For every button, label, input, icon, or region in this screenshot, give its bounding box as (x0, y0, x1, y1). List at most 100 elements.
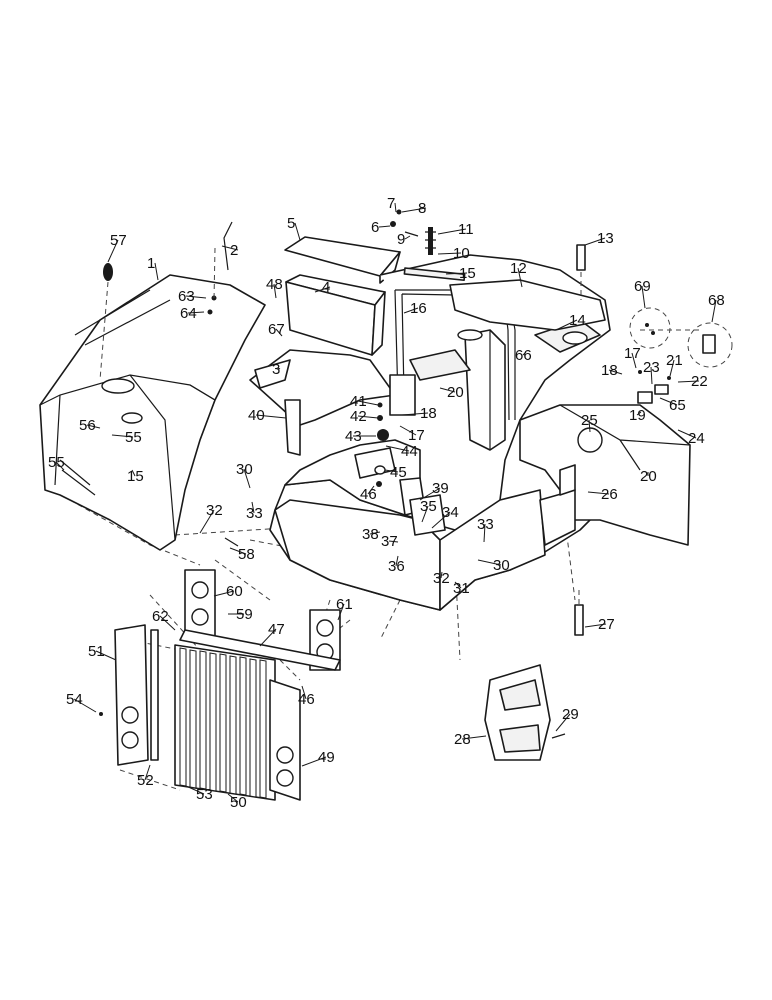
callout-leader-c13 (584, 237, 606, 246)
top-plate (449, 279, 606, 331)
callout-label-c2: 2 (230, 242, 238, 259)
bolt-27 (574, 590, 584, 636)
callout-label-c29: 29 (562, 706, 579, 723)
callout-label-c38: 38 (362, 526, 379, 543)
callout-leader-c68 (711, 299, 717, 323)
callout-label-c46a: 46 (360, 486, 377, 503)
callout-leader-c55a (111, 434, 134, 438)
callout-leader-c45 (384, 469, 399, 473)
callout-label-c60: 60 (226, 583, 243, 600)
callout-label-c44: 44 (401, 443, 418, 460)
callout-label-c26: 26 (601, 486, 618, 503)
callout-leader-c66 (522, 351, 527, 356)
callout-leader-c19 (636, 411, 642, 416)
callout-label-c48: 48 (266, 276, 283, 293)
callout-leader-c15b (131, 469, 136, 477)
callout-leader-c46b (301, 685, 307, 700)
callout-label-c51: 51 (88, 643, 105, 660)
callout-label-c12: 12 (510, 260, 527, 277)
callout-label-c13: 13 (597, 230, 614, 247)
callout-leader-c25 (588, 419, 591, 433)
callout-leader-c67 (275, 328, 283, 337)
callout-label-c24: 24 (688, 430, 705, 447)
callout-leader-c55b (55, 461, 65, 471)
callout-leader-c61 (337, 603, 345, 621)
top-hardware (390, 209, 436, 255)
callout-label-c63: 63 (178, 288, 195, 305)
callout-leader-c8 (401, 207, 427, 213)
hood-knob (99, 263, 113, 381)
callout-leader-c60 (213, 590, 235, 597)
callout-label-c17a: 17 (408, 427, 425, 444)
callout-leader-c11 (437, 228, 467, 235)
callout-leader-c3 (277, 367, 281, 370)
callout-leader-c18a (401, 412, 429, 416)
callout-leader-c49 (301, 756, 327, 767)
callout-leader-c7 (394, 202, 397, 213)
callout-leader-c50 (227, 793, 239, 803)
callout-leader-c30a (243, 468, 251, 489)
callout-leader-c4 (314, 286, 331, 293)
radiator-assembly (114, 569, 341, 801)
callout-label-c55b: 55 (48, 454, 65, 471)
callout-label-c35: 35 (420, 498, 437, 515)
callout-leader-c5 (294, 222, 301, 241)
callout-label-c9: 9 (397, 231, 405, 248)
callout-label-c21: 21 (666, 352, 683, 369)
callout-leader-c57 (107, 239, 119, 263)
callout-label-c34: 34 (442, 504, 459, 521)
callout-label-c22: 22 (691, 373, 708, 390)
callout-leader-c41 (357, 400, 379, 406)
callout-leader-c39 (419, 487, 441, 501)
callout-leader-c9 (404, 235, 411, 240)
pin-13 (576, 244, 586, 300)
callout-label-c23: 23 (643, 359, 660, 376)
callout-label-c5: 5 (287, 215, 295, 232)
callout-label-c20b: 20 (640, 468, 657, 485)
hood-assembly (39, 274, 266, 551)
callout-leader-c10 (437, 252, 462, 255)
callout-leader-c42 (357, 415, 379, 419)
callout-label-c33a: 33 (246, 505, 263, 522)
battery-box (284, 236, 401, 356)
callout-label-c30a: 30 (236, 461, 253, 478)
callout-leader-c37 (388, 540, 399, 543)
callout-label-c37: 37 (381, 533, 398, 550)
callout-label-c49: 49 (318, 749, 335, 766)
callout-leader-c62 (159, 615, 176, 631)
callout-label-c39: 39 (432, 480, 449, 497)
callout-label-c11: 11 (458, 221, 474, 238)
latch-hardware (207, 221, 233, 315)
callout-label-c27: 27 (598, 616, 615, 633)
callout-label-c68: 68 (708, 292, 725, 309)
detail-circles (629, 307, 733, 368)
callout-leader-c29 (555, 713, 571, 732)
callout-label-c41: 41 (350, 393, 367, 410)
callout-leader-c33a (251, 501, 255, 514)
callout-label-c66: 66 (515, 347, 532, 364)
callout-leader-c1 (154, 262, 159, 281)
callout-leader-c2 (221, 245, 239, 251)
callout-label-c53: 53 (196, 786, 213, 803)
step-assembly (484, 664, 551, 761)
side-bracket (539, 464, 576, 546)
callout-leader-c46a (367, 485, 375, 495)
callout-label-c15a: 15 (459, 265, 476, 282)
callout-label-c59: 59 (236, 606, 253, 623)
callout-leader-c32a (199, 509, 215, 534)
callout-leader-c52 (144, 764, 151, 781)
callout-leader-c34 (431, 511, 451, 529)
callout-leader-c47 (259, 628, 277, 647)
callout-leader-c27 (584, 623, 607, 628)
callout-label-c55a: 55 (125, 429, 142, 446)
callout-label-c32b: 32 (433, 570, 450, 587)
callout-label-c20a: 20 (447, 384, 464, 401)
callout-label-c64: 64 (180, 305, 197, 322)
callout-label-c28: 28 (454, 731, 471, 748)
callout-leader-c64 (187, 311, 205, 314)
radiator-core (174, 644, 276, 801)
callout-leader-c21 (669, 359, 675, 377)
callout-leader-c26 (587, 491, 610, 495)
loose-screws (99, 537, 566, 739)
